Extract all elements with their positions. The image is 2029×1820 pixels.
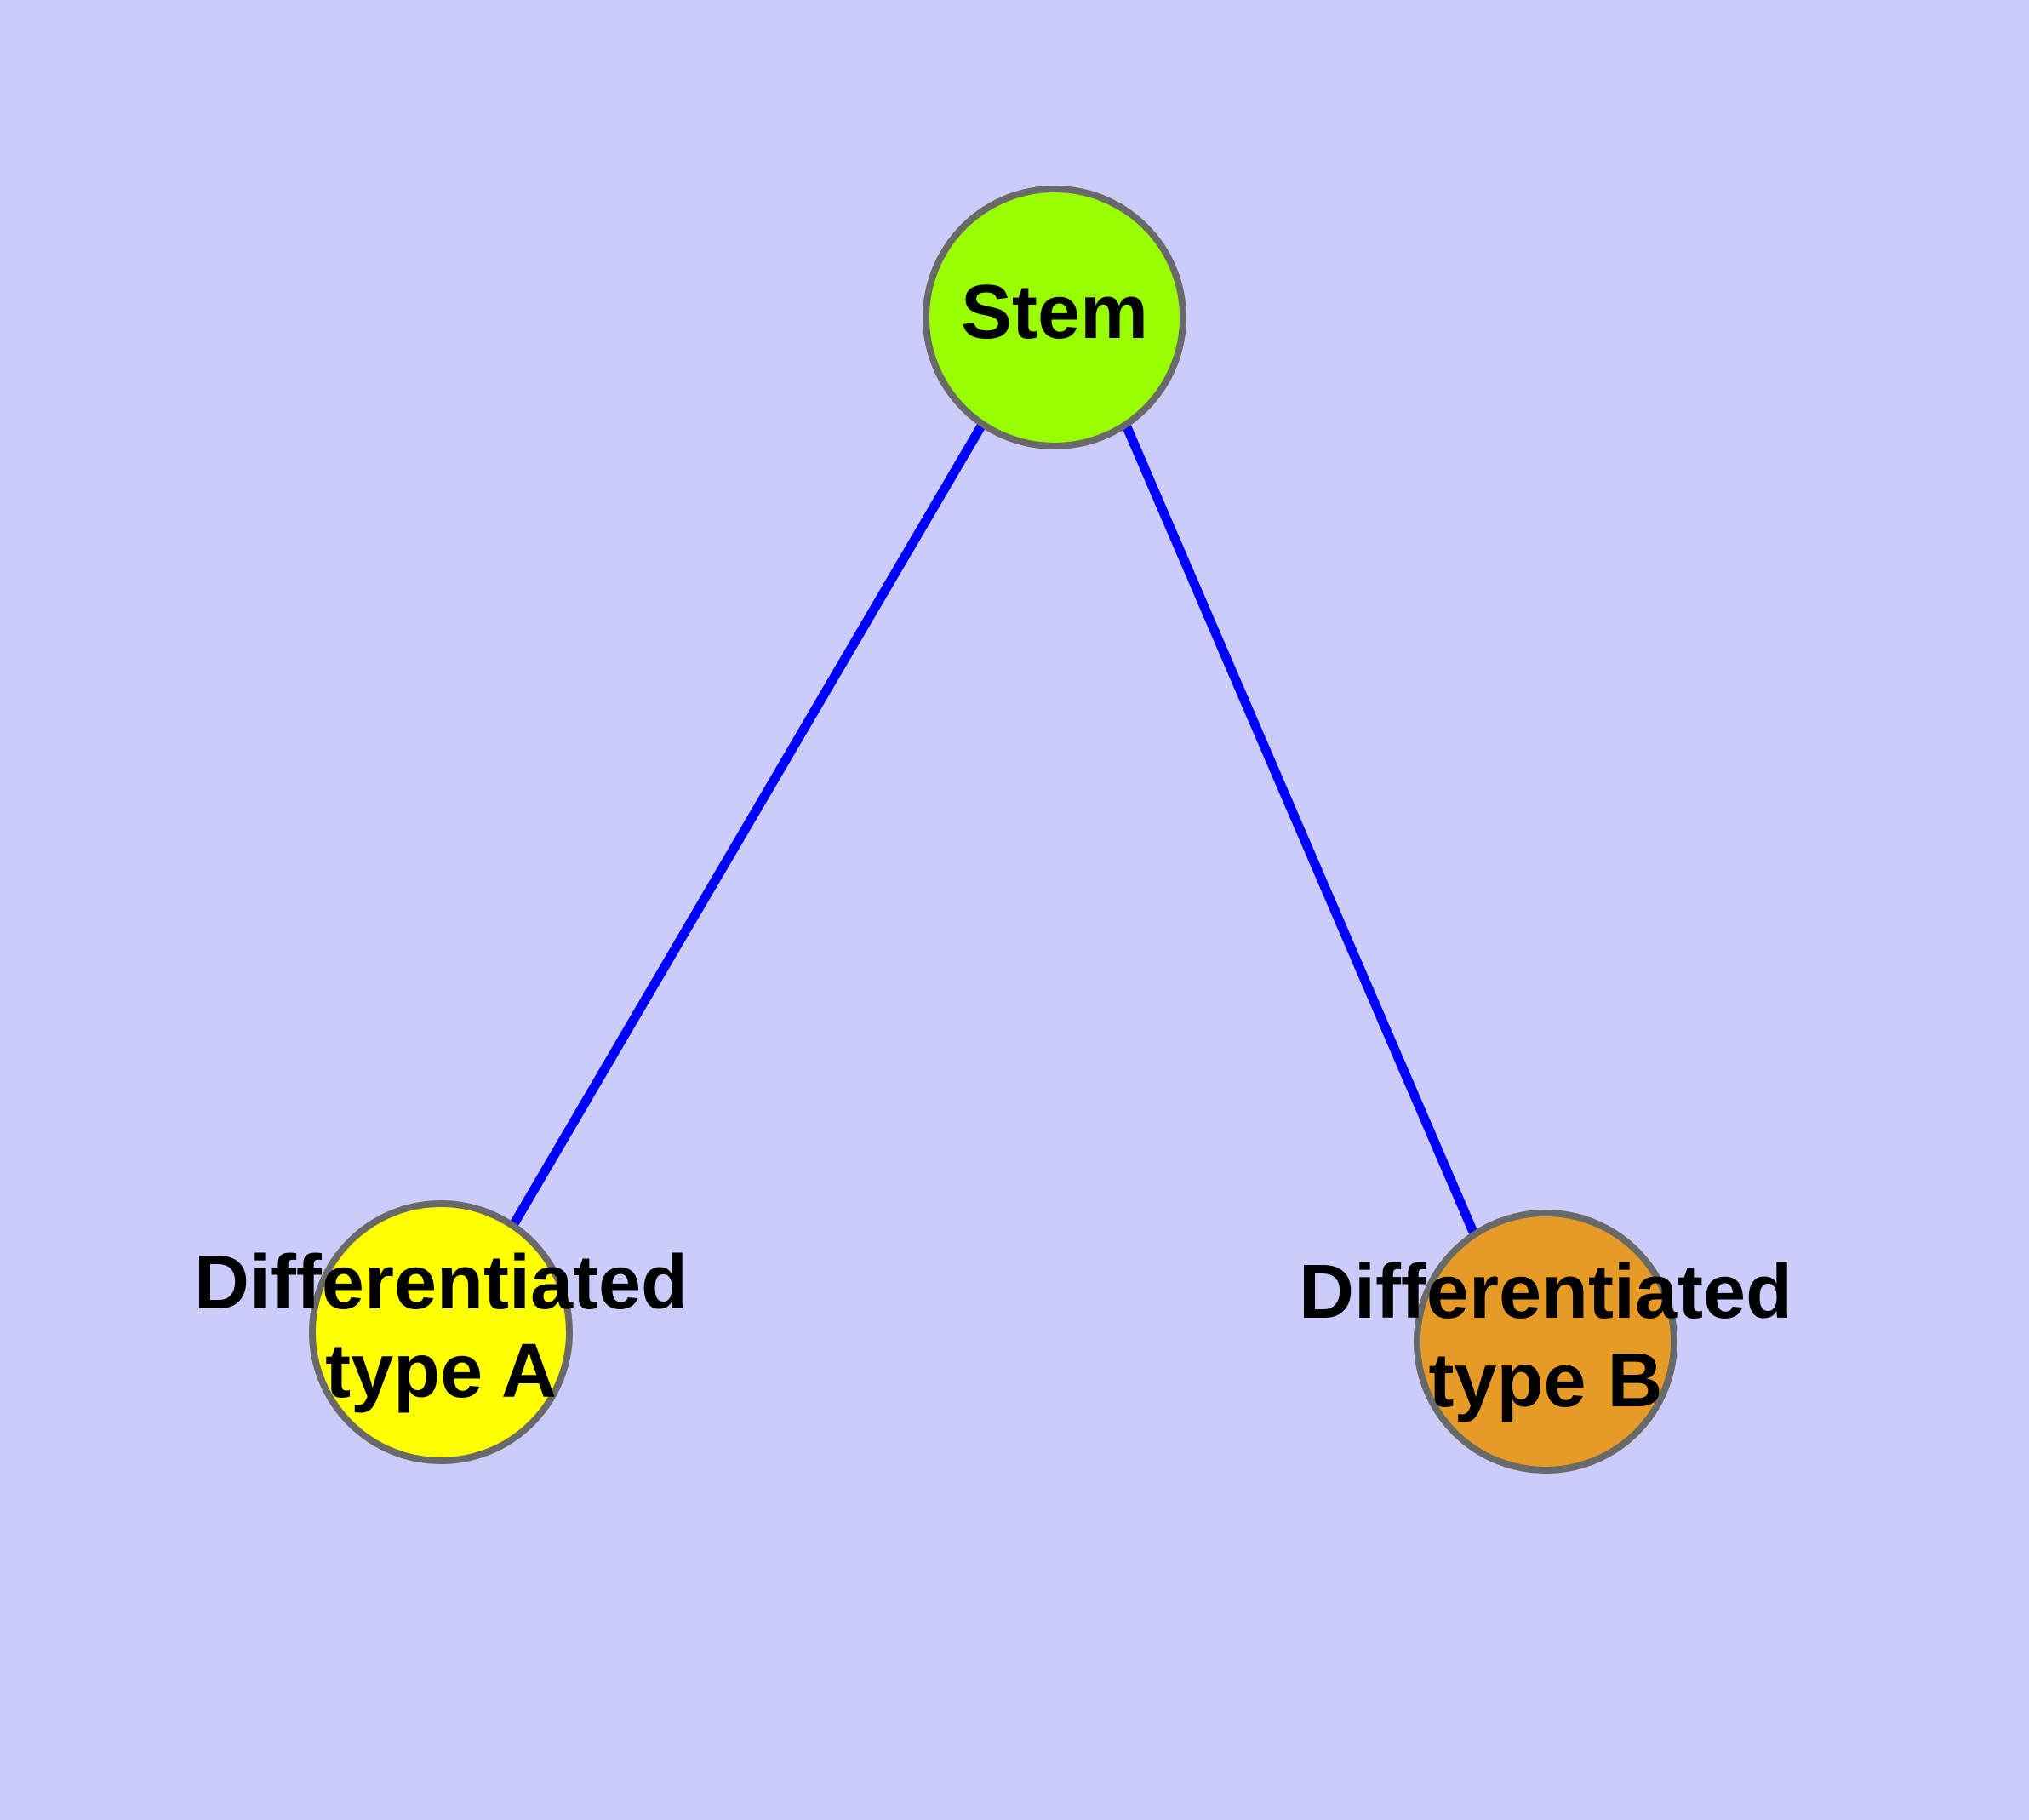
node-differentiated-type-b-circle[interactable] <box>1414 1210 1677 1474</box>
edges-group <box>508 421 1480 1239</box>
node-stem-circle[interactable] <box>923 186 1186 449</box>
node-label-line: Differentiated <box>1299 1250 1792 1335</box>
node-label-line: type A <box>325 1329 557 1414</box>
edge-stem-to-differentiated-a[interactable] <box>508 421 987 1229</box>
node-label-line: Differentiated <box>194 1240 688 1325</box>
node-differentiated-type-a-circle[interactable] <box>309 1200 573 1464</box>
edge-stem-to-differentiated-b[interactable] <box>1120 421 1480 1239</box>
node-label-line: Stem <box>961 270 1148 355</box>
node-stem[interactable]: Stem <box>923 186 1186 449</box>
node-label-line: type B <box>1428 1338 1662 1423</box>
node-stem-label: Stem <box>961 270 1148 355</box>
